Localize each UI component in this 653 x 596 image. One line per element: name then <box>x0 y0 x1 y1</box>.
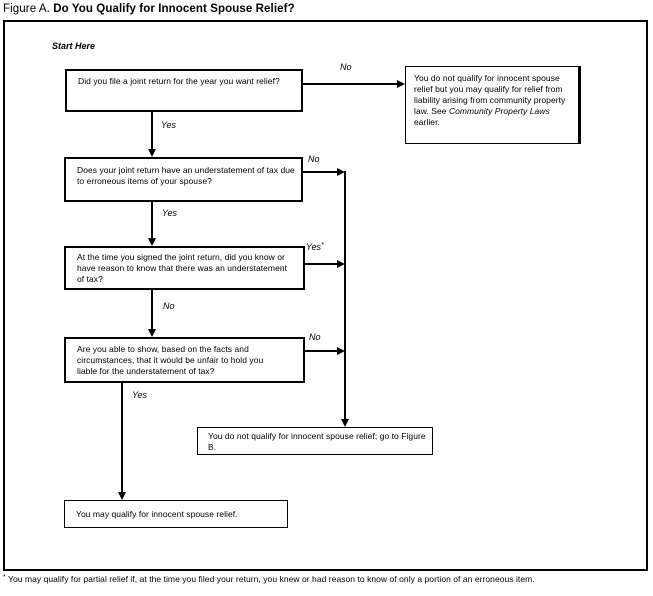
figure-label: Figure A. <box>3 3 50 15</box>
q3-no-arrowhead-icon <box>148 329 156 337</box>
q2-no-label: No <box>308 154 320 164</box>
q4-unfair-box: Are you able to show, based on the facts… <box>64 337 305 383</box>
q2-yes-connector-line <box>151 202 153 239</box>
q3-no-label: No <box>163 301 175 311</box>
q3-no-connector-line <box>151 290 153 330</box>
q3-yes-arrowhead-icon <box>337 260 345 268</box>
q3-yes-asterisk: * <box>321 242 324 249</box>
q3-yes-connector-line <box>305 263 338 265</box>
q3-yes-label-text: Yes <box>306 242 322 252</box>
start-here-label: Start Here <box>52 41 96 51</box>
q1-yes-label: Yes <box>161 120 177 130</box>
trunk-arrowhead-icon <box>341 419 349 427</box>
q4-no-label: No <box>309 332 321 342</box>
q4-yes-arrowhead-icon <box>118 492 126 500</box>
figure-title-text: Do You Qualify for Innocent Spouse Relie… <box>53 3 295 15</box>
q1-joint-return-box: Did you file a joint return for the year… <box>65 69 303 112</box>
q2-yes-label: Yes <box>162 208 178 218</box>
figure-b-result-box: You do not qualify for innocent spouse r… <box>197 427 433 455</box>
figure-title: Figure A. Do You Qualify for Innocent Sp… <box>3 3 295 15</box>
community-property-text: You do not qualify for innocent spouse r… <box>414 73 566 116</box>
q4-yes-label: Yes <box>132 390 148 400</box>
q1-yes-connector-line <box>151 112 153 150</box>
footnote-asterisk: * <box>3 574 6 581</box>
community-property-text-after: earlier. <box>414 117 440 127</box>
q2-no-arrowhead-icon <box>337 168 345 176</box>
q1-no-label: No <box>340 62 352 72</box>
footnote-text: You may qualify for partial relief if, a… <box>8 574 535 584</box>
q2-understatement-box: Does your joint return have an understat… <box>64 157 303 202</box>
q4-yes-connector-line <box>121 383 123 493</box>
community-property-cite: Community Property Laws <box>448 106 550 116</box>
q2-no-connector-line <box>303 171 338 173</box>
community-property-result-box: You do not qualify for innocent spouse r… <box>405 66 581 144</box>
q1-yes-arrowhead-icon <box>148 149 156 157</box>
q3-knowledge-box: At the time you signed the joint return,… <box>64 246 305 290</box>
q4-no-arrowhead-icon <box>337 347 345 355</box>
trunk-connector-line <box>344 171 346 419</box>
q1-no-connector-line <box>303 83 397 85</box>
may-qualify-result-box: You may qualify for innocent spouse reli… <box>64 500 288 528</box>
q4-no-connector-line <box>305 350 338 352</box>
footnote: * You may qualify for partial relief if,… <box>3 574 648 584</box>
q3-yes-label: Yes* <box>306 242 324 252</box>
q1-no-arrowhead-icon <box>397 80 405 88</box>
q2-yes-arrowhead-icon <box>148 238 156 246</box>
